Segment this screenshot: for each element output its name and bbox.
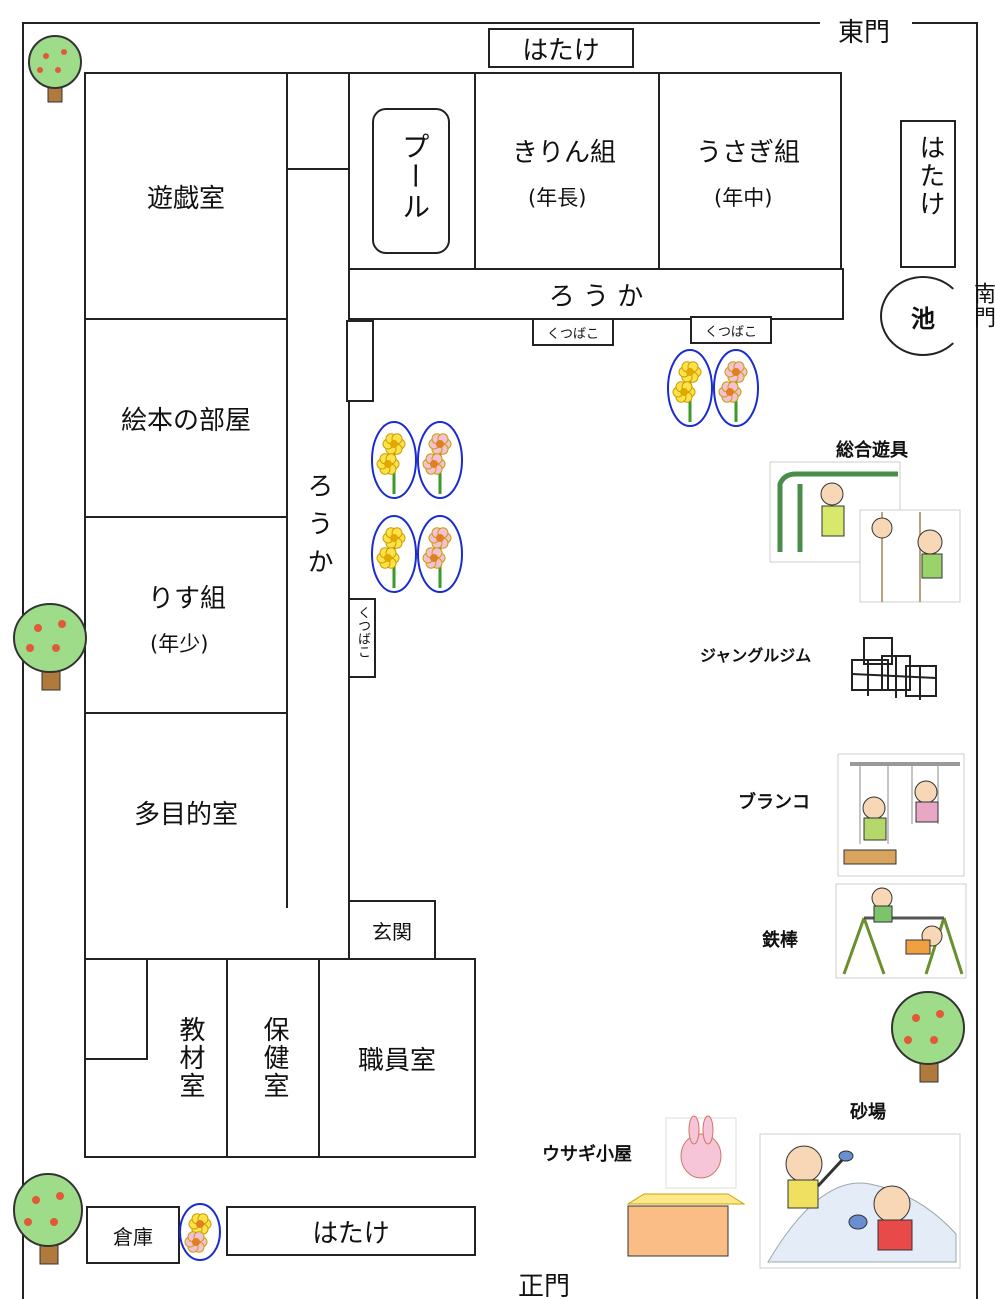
boundary-top-right xyxy=(912,22,978,24)
corridor-horizontal-label: ろ う か xyxy=(548,281,644,312)
corridor-vertical-label: ろうか xyxy=(303,472,333,586)
field-top-label: はたけ xyxy=(522,35,600,66)
label-bar: 鉄棒 xyxy=(762,930,798,951)
sandbox xyxy=(759,1133,961,1269)
entrance-label: 玄関 xyxy=(372,919,412,944)
corridor-horizontal: ろ う か xyxy=(348,268,844,320)
corridor-divider xyxy=(286,168,350,170)
shoe-box-3: くつばこ xyxy=(348,598,376,678)
field-right-label: はたけ xyxy=(915,134,945,218)
room-materials-label: 教材室 xyxy=(175,1016,205,1100)
label-jungle: ジャングルジム xyxy=(700,646,812,665)
shoe-box-2-label: くつばこ xyxy=(704,324,757,340)
east-gate: 東門 xyxy=(838,18,891,48)
entrance: 玄関 xyxy=(348,900,436,960)
room-usagi-sub: (年中) xyxy=(714,186,773,210)
corridor-vertical xyxy=(286,72,350,912)
room-kirin-label: きりん組 xyxy=(512,138,617,168)
pool-room: プール xyxy=(348,72,476,270)
shoe-box-3-label: くつばこ xyxy=(355,606,370,658)
room-health: 保健室 xyxy=(226,958,320,1158)
label-swing: ブランコ xyxy=(738,792,810,813)
materials-closet xyxy=(84,958,148,1060)
room-multipurpose: 多目的室 xyxy=(84,712,288,912)
room-multipurpose-label: 多目的室 xyxy=(133,799,238,830)
iron-bar xyxy=(835,883,967,979)
room-risu-label: りす組 xyxy=(148,584,227,614)
tree-icon-top-left xyxy=(28,35,82,103)
field-bottom: はたけ xyxy=(226,1206,476,1256)
label-sandbox: 砂場 xyxy=(850,1102,886,1123)
room-risu-sub: (年少) xyxy=(150,632,209,656)
room-picturebook-label: 絵本の部屋 xyxy=(120,405,251,436)
shoe-box-1-label: くつばこ xyxy=(546,326,599,342)
shoe-box-2: くつばこ xyxy=(690,316,772,344)
shoe-box-tall xyxy=(346,320,374,402)
room-usagi: うさぎ組 (年中) xyxy=(658,72,842,270)
tree-icon-left-middle xyxy=(13,603,87,691)
south-gate: 南門 xyxy=(970,282,995,330)
main-gate: 正門 xyxy=(518,1272,571,1299)
pond-label: 池 xyxy=(911,304,935,333)
pond: 池 xyxy=(880,276,966,356)
tree-icon-right xyxy=(891,991,965,1083)
room-usagi-label: うさぎ組 xyxy=(696,138,801,168)
flower-pair-icon xyxy=(371,421,463,499)
flower-icon xyxy=(179,1203,221,1261)
pool: プール xyxy=(372,108,450,254)
storage: 倉庫 xyxy=(86,1206,180,1264)
room-playroom-label: 遊戯室 xyxy=(146,183,225,214)
room-kirin-sub: (年長) xyxy=(528,186,587,210)
room-staff-label: 職員室 xyxy=(357,1045,436,1076)
flower-pair-icon xyxy=(667,349,759,427)
pool-label: プール xyxy=(398,132,431,222)
lower-connector xyxy=(84,908,350,960)
rabbit-hut-label: ウサギ小屋 xyxy=(542,1144,632,1165)
jungle-gym xyxy=(851,637,937,700)
combined-play-equipment xyxy=(769,461,961,603)
room-materials: 教材室 xyxy=(84,958,228,1158)
room-health-label: 保健室 xyxy=(259,1016,289,1100)
room-staff: 職員室 xyxy=(318,958,476,1158)
room-picturebook: 絵本の部屋 xyxy=(84,318,288,518)
room-kirin: きりん組 (年長) xyxy=(474,72,660,270)
boundary-top xyxy=(22,22,820,24)
field-top: はたけ xyxy=(488,28,634,68)
boundary-right xyxy=(976,22,978,1299)
room-playroom: 遊戯室 xyxy=(84,72,288,320)
field-right: はたけ xyxy=(900,120,956,268)
field-bottom-label: はたけ xyxy=(312,1218,390,1249)
storage-label: 倉庫 xyxy=(113,1224,153,1249)
label-combined: 総合遊具 xyxy=(836,440,908,461)
tree-icon-bottom-left xyxy=(13,1173,83,1265)
room-risu: りす組 (年少) xyxy=(84,516,288,714)
flower-pair-icon xyxy=(371,515,463,593)
swing-set xyxy=(837,753,965,877)
rabbit-hut xyxy=(626,1115,746,1257)
shoe-box-1: くつばこ xyxy=(532,318,614,346)
